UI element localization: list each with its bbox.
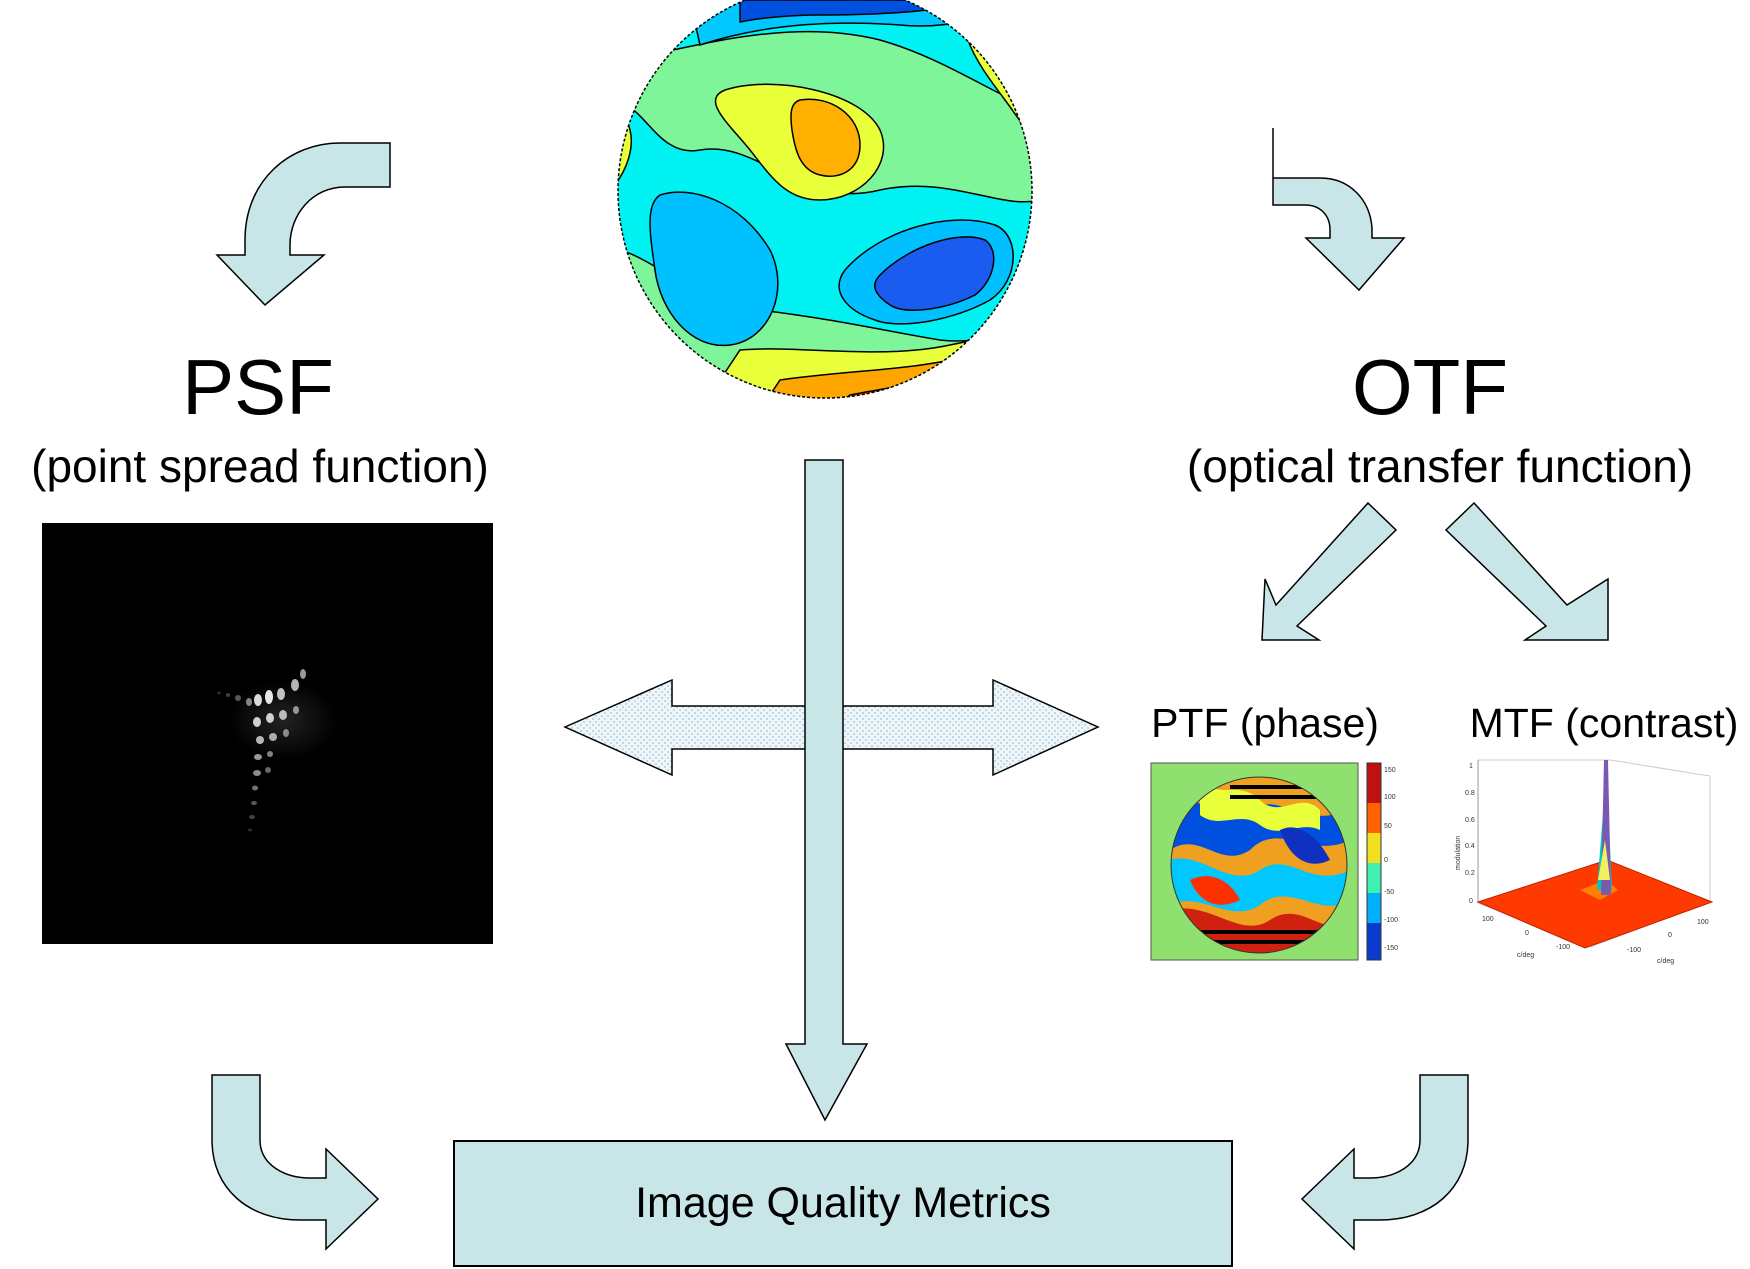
ptf-label: PTF (phase) [1151, 700, 1379, 746]
mtf-z-tick: 0 [1469, 898, 1473, 905]
image-quality-metrics-label: Image Quality Metrics [635, 1179, 1051, 1227]
ptf-phase-map [1150, 762, 1382, 961]
ptf-colorbar-tick: 50 [1384, 823, 1392, 830]
mtf-z-tick: 0.8 [1465, 790, 1475, 797]
mtf-z-tick: 0.4 [1465, 843, 1475, 850]
ptf-colorbar-tick: -50 [1384, 889, 1394, 896]
mtf-y-tick: 100 [1697, 919, 1709, 926]
arrow-to-otf [1272, 128, 1406, 292]
psf-title: PSF [182, 343, 334, 431]
mtf-x-axis-label: c/deg [1517, 952, 1534, 959]
psf-subtitle: (point spread function) [31, 440, 489, 492]
mtf-surface-plot [1476, 759, 1714, 949]
ptf-colorbar-tick: -100 [1384, 917, 1398, 924]
ptf-colorbar-tick: 100 [1384, 794, 1396, 801]
arrow-to-metrics [784, 459, 869, 1122]
mtf-z-tick: 0.2 [1465, 870, 1475, 877]
mtf-x-tick: 0 [1525, 930, 1529, 937]
mtf-label: MTF (contrast) [1469, 700, 1739, 746]
arrow-otf-to-metrics [1300, 1074, 1469, 1251]
ptf-colorbar-tick: -150 [1384, 945, 1398, 952]
mtf-y-axis-label: c/deg [1657, 958, 1674, 965]
ptf-colorbar-tick: 0 [1384, 857, 1388, 864]
wavefront-map [617, 0, 1033, 399]
psf-image [42, 523, 493, 944]
otf-subtitle: (optical transfer function) [1186, 440, 1694, 492]
ptf-colorbar-tick: 150 [1384, 767, 1396, 774]
mtf-z-axis-label: modulation [1455, 836, 1462, 870]
mtf-z-tick: 1 [1469, 763, 1473, 770]
mtf-x-tick: -100 [1556, 944, 1570, 951]
mtf-y-tick: -100 [1627, 947, 1641, 954]
arrow-to-psf [215, 142, 391, 307]
arrow-otf-to-ptf [1261, 501, 1398, 641]
image-quality-metrics-box: Image Quality Metrics [453, 1140, 1233, 1267]
mtf-x-tick: 100 [1482, 916, 1494, 923]
mtf-z-tick: 0.6 [1465, 817, 1475, 824]
arrow-psf-to-metrics [211, 1074, 380, 1251]
mtf-y-tick: 0 [1668, 932, 1672, 939]
otf-title: OTF [1352, 343, 1508, 431]
arrow-otf-to-mtf [1444, 501, 1609, 641]
